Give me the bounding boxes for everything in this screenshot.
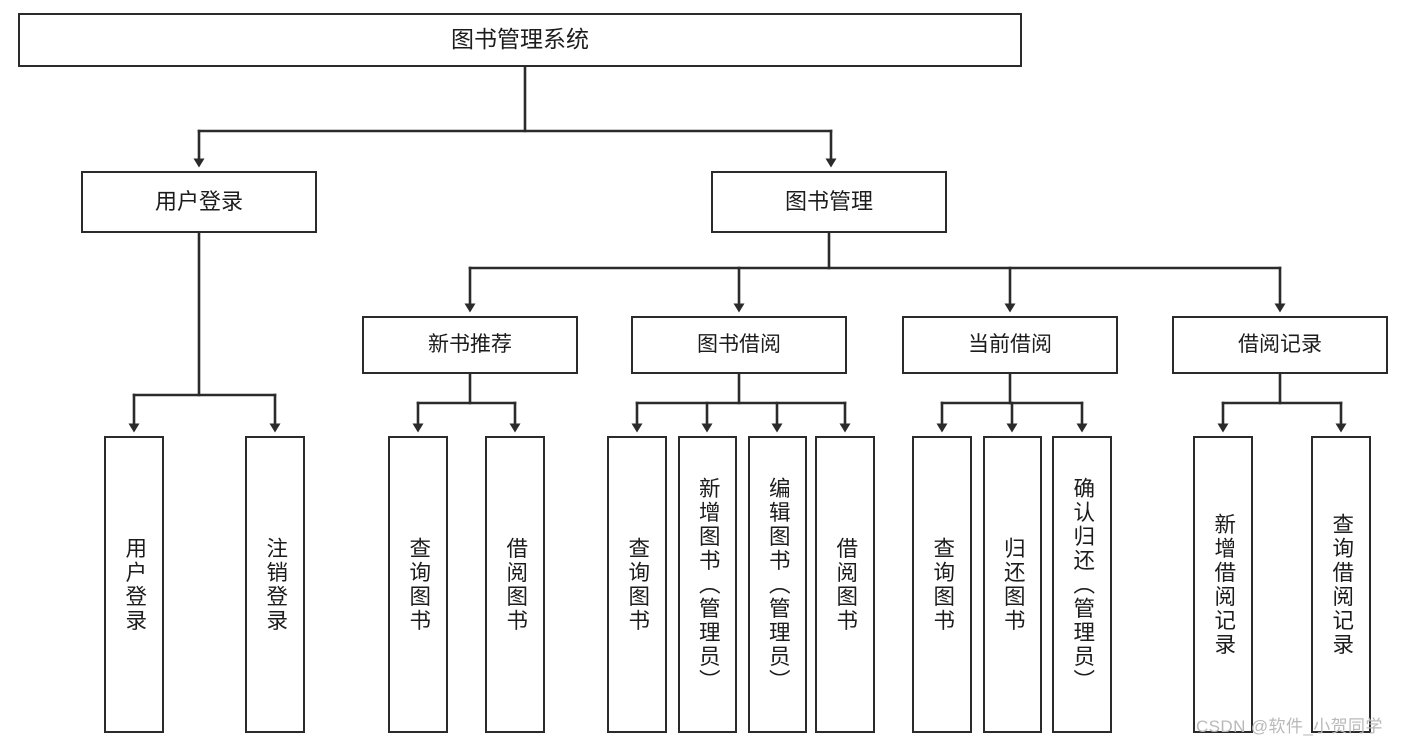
node-label: 图书管理 <box>784 188 873 214</box>
leaf-borrow-add-book-admin[interactable]: 新增图书（管理员） <box>678 436 737 733</box>
node-new-book-recommend[interactable]: 新书推荐 <box>362 316 578 374</box>
node-label: 图书借阅 <box>697 333 781 357</box>
node-root-system[interactable]: 图书管理系统 <box>18 13 1022 67</box>
node-label: 确认归还（管理员） <box>1070 476 1095 693</box>
node-label: 用户登录 <box>122 536 147 633</box>
leaf-current-confirm-return-admin[interactable]: 确认归还（管理员） <box>1052 436 1112 733</box>
leaf-user-login-logout[interactable]: 注销登录 <box>245 436 305 733</box>
node-label: 新增图书（管理员） <box>696 476 721 693</box>
node-label: 新书推荐 <box>428 333 512 357</box>
leaf-recommend-query-book[interactable]: 查询图书 <box>388 436 448 733</box>
leaf-borrow-borrow-book[interactable]: 借阅图书 <box>815 436 875 733</box>
leaf-records-query-record[interactable]: 查询借阅记录 <box>1311 436 1371 733</box>
node-user-login[interactable]: 用户登录 <box>81 171 317 233</box>
leaf-borrow-query-book[interactable]: 查询图书 <box>607 436 667 733</box>
node-current-borrow[interactable]: 当前借阅 <box>902 316 1118 374</box>
node-label: 新增借阅记录 <box>1211 512 1236 657</box>
node-label: 注销登录 <box>263 536 288 633</box>
node-label: 查询图书 <box>625 536 650 633</box>
leaf-current-query-book[interactable]: 查询图书 <box>912 436 972 733</box>
node-borrow-records[interactable]: 借阅记录 <box>1172 316 1388 374</box>
leaf-borrow-edit-book-admin[interactable]: 编辑图书（管理员） <box>748 436 807 733</box>
watermark-label: CSDN @软件_小贺同学 <box>1196 717 1383 736</box>
node-label: 查询借阅记录 <box>1329 512 1354 657</box>
node-label: 查询图书 <box>406 536 431 633</box>
leaf-user-login-login[interactable]: 用户登录 <box>104 436 164 733</box>
node-label: 用户登录 <box>154 188 243 214</box>
node-label: 当前借阅 <box>968 333 1052 357</box>
node-label: 借阅图书 <box>503 536 528 633</box>
leaf-recommend-borrow-book[interactable]: 借阅图书 <box>485 436 545 733</box>
node-book-borrow[interactable]: 图书借阅 <box>631 316 847 374</box>
leaf-current-return-book[interactable]: 归还图书 <box>983 436 1042 733</box>
node-label: 查询图书 <box>930 536 955 633</box>
node-label: 借阅图书 <box>833 536 858 633</box>
node-label: 图书管理系统 <box>451 26 589 53</box>
node-book-management[interactable]: 图书管理 <box>711 171 947 233</box>
node-label: 归还图书 <box>1001 536 1026 633</box>
node-label: 编辑图书（管理员） <box>766 476 791 693</box>
leaf-records-add-record[interactable]: 新增借阅记录 <box>1193 436 1253 733</box>
node-label: 借阅记录 <box>1238 333 1322 357</box>
